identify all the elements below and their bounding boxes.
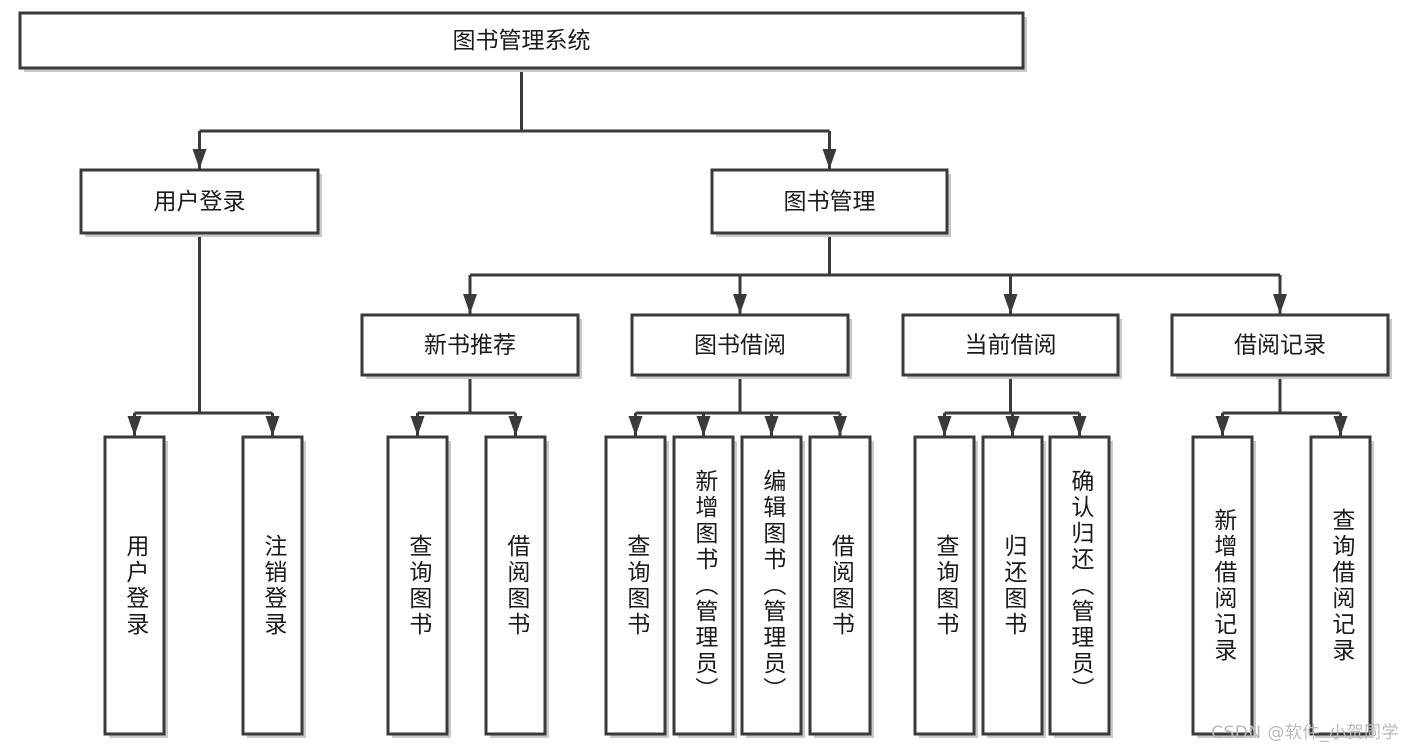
node-label-wrap-leaf-confirm-return: 确认归还（管理员） xyxy=(1050,437,1109,734)
node-box-leaf-borrow-book-2[interactable] xyxy=(808,435,872,736)
boxes-layer xyxy=(18,11,1392,738)
node-label-current-borrow: 当前借阅 xyxy=(965,333,1057,359)
node-box-leaf-add-record[interactable] xyxy=(1191,435,1254,736)
node-box-borrow-record[interactable] xyxy=(1170,313,1390,377)
arrowhead-icon xyxy=(1072,416,1087,436)
arrowhead-icon xyxy=(1215,416,1230,436)
node-label-wrap-leaf-user-login: 用户登录 xyxy=(105,437,164,734)
arrowhead-icon xyxy=(127,416,142,436)
node-label-leaf-user-logout: 注销登录 xyxy=(259,533,286,638)
arrowhead-icon xyxy=(192,149,207,169)
node-label-wrap-leaf-edit-book: 编辑图书（管理员） xyxy=(742,437,801,734)
connectors-layer xyxy=(127,68,1348,436)
node-box-new-book-rec[interactable] xyxy=(360,313,580,377)
node-label-wrap-leaf-query-book-3: 查询图书 xyxy=(915,437,974,734)
node-box-book-borrow[interactable] xyxy=(630,313,850,377)
node-box-leaf-add-book[interactable] xyxy=(672,435,735,736)
arrowhead-icon xyxy=(1333,416,1348,436)
arrowhead-icon xyxy=(1005,416,1020,436)
node-box-leaf-borrow-book-1[interactable] xyxy=(484,435,547,736)
node-label-leaf-query-book-1: 查询图书 xyxy=(404,533,431,638)
node-label-wrap-leaf-borrow-book-2: 借阅图书 xyxy=(810,437,870,734)
node-box-leaf-edit-book[interactable] xyxy=(740,435,803,736)
node-box-book-manage[interactable] xyxy=(710,168,949,235)
node-box-leaf-query-book-2[interactable] xyxy=(604,435,667,736)
node-box-root[interactable] xyxy=(18,11,1025,70)
node-label-root: 图书管理系统 xyxy=(453,28,591,54)
node-label-wrap-leaf-query-record: 查询借阅记录 xyxy=(1311,437,1370,734)
node-box-current-borrow[interactable] xyxy=(901,313,1120,377)
node-label-wrap-leaf-add-record: 新增借阅记录 xyxy=(1193,437,1252,734)
node-label-wrap-leaf-user-logout: 注销登录 xyxy=(243,437,302,734)
node-box-leaf-query-book-3[interactable] xyxy=(913,435,976,736)
node-label-leaf-return-book: 归还图书 xyxy=(999,533,1026,638)
node-label-wrap-leaf-query-book-1: 查询图书 xyxy=(388,437,447,734)
arrowhead-icon xyxy=(1273,294,1287,314)
node-label-wrap-leaf-query-book-2: 查询图书 xyxy=(606,437,665,734)
arrowhead-icon xyxy=(1003,294,1018,314)
node-label-leaf-query-record: 查询借阅记录 xyxy=(1327,507,1354,664)
arrowhead-icon xyxy=(937,416,952,436)
node-label-leaf-add-book: 新增图书（管理员） xyxy=(690,468,717,703)
arrowhead-icon xyxy=(265,416,280,436)
node-label-leaf-confirm-return: 确认归还（管理员） xyxy=(1066,468,1093,703)
node-label-leaf-user-login: 用户登录 xyxy=(121,533,148,638)
node-box-leaf-return-book[interactable] xyxy=(981,435,1044,736)
arrowhead-icon xyxy=(764,416,779,436)
node-label-book-manage: 图书管理 xyxy=(784,189,876,215)
arrowhead-icon xyxy=(733,294,747,314)
node-label-wrap-leaf-return-book: 归还图书 xyxy=(983,437,1042,734)
node-box-leaf-user-login[interactable] xyxy=(103,435,166,736)
node-label-borrow-record: 借阅记录 xyxy=(1234,333,1326,359)
arrowhead-icon xyxy=(696,416,711,436)
node-box-leaf-confirm-return[interactable] xyxy=(1048,435,1111,736)
node-label-leaf-query-book-2: 查询图书 xyxy=(622,533,649,638)
node-box-user-login[interactable] xyxy=(79,168,320,235)
arrowhead-icon xyxy=(628,416,643,436)
arrowhead-icon xyxy=(508,416,523,436)
node-box-leaf-user-logout[interactable] xyxy=(241,435,304,736)
node-label-leaf-query-book-3: 查询图书 xyxy=(931,533,958,638)
node-label-user-login: 用户登录 xyxy=(154,189,246,215)
node-box-leaf-query-book-1[interactable] xyxy=(386,435,449,736)
node-label-leaf-borrow-book-1: 借阅图书 xyxy=(502,533,529,638)
arrowhead-icon xyxy=(463,294,477,314)
node-label-book-borrow: 图书借阅 xyxy=(694,333,786,359)
arrowhead-icon xyxy=(822,149,837,169)
node-label-wrap-leaf-add-book: 新增图书（管理员） xyxy=(674,437,733,734)
node-label-new-book-rec: 新书推荐 xyxy=(424,333,516,359)
node-label-leaf-edit-book: 编辑图书（管理员） xyxy=(758,468,785,703)
node-box-leaf-query-record[interactable] xyxy=(1309,435,1372,736)
node-label-leaf-add-record: 新增借阅记录 xyxy=(1209,507,1236,664)
node-label-wrap-leaf-borrow-book-1: 借阅图书 xyxy=(486,437,545,734)
arrowhead-icon xyxy=(833,416,847,436)
arrowhead-icon xyxy=(410,416,425,436)
node-label-leaf-borrow-book-2: 借阅图书 xyxy=(827,533,854,638)
